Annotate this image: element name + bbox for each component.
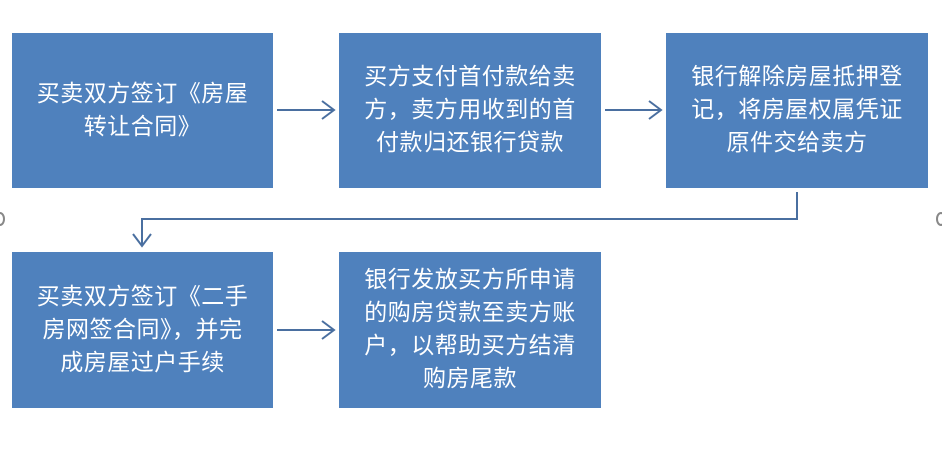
step-3-box: 银行解除房屋抵押登 记，将房屋权属凭证 原件交给卖方 [666,33,928,188]
step-4-line: 买卖双方签订《二手 [36,283,249,310]
step-3-line: 记，将房屋权属凭证 [691,97,903,123]
step-4-box: 买卖双方签订《二手 房网签合同》，并完 成房屋过户手续 [12,252,273,408]
step-3-line: 银行解除房屋抵押登 [691,64,903,90]
step-5-line: 购房尾款 [423,366,517,392]
step-4-line: 成房屋过户手续 [60,349,225,376]
arrow-step3-to-step4 [132,192,798,248]
step-5-line: 的购房贷款至卖方账 [364,300,576,326]
step-1-line: 买卖双方签订《房屋 [36,80,249,107]
step-1-box: 买卖双方签订《房屋 转让合同》 [12,33,273,188]
step-1-line: 转让合同》 [83,113,202,140]
arrow-step4-to-step5 [277,320,336,340]
step-2-line: 买方支付首付款给卖 [364,64,576,90]
step-2-box: 买方支付首付款给卖 方，卖方用收到的首 付款归还银行贷款 [339,33,601,188]
edge-circle-mark-left [0,212,5,226]
step-3-line: 原件交给卖方 [726,130,868,156]
step-5-box: 银行发放买方所申请 的购房贷款至卖方账 户，以帮助买方结清 购房尾款 [339,252,601,408]
step-2-line: 付款归还银行贷款 [376,130,564,156]
arrow-step1-to-step2 [277,100,336,120]
step-5-line: 户，以帮助买方结清 [364,333,576,359]
step-2-line: 方，卖方用收到的首 [364,97,576,123]
step-4-line: 房网签合同》，并完 [42,316,243,343]
edge-circle-mark-right [936,212,942,226]
arrow-step2-to-step3 [605,100,663,120]
step-5-line: 银行发放买方所申请 [364,267,576,293]
